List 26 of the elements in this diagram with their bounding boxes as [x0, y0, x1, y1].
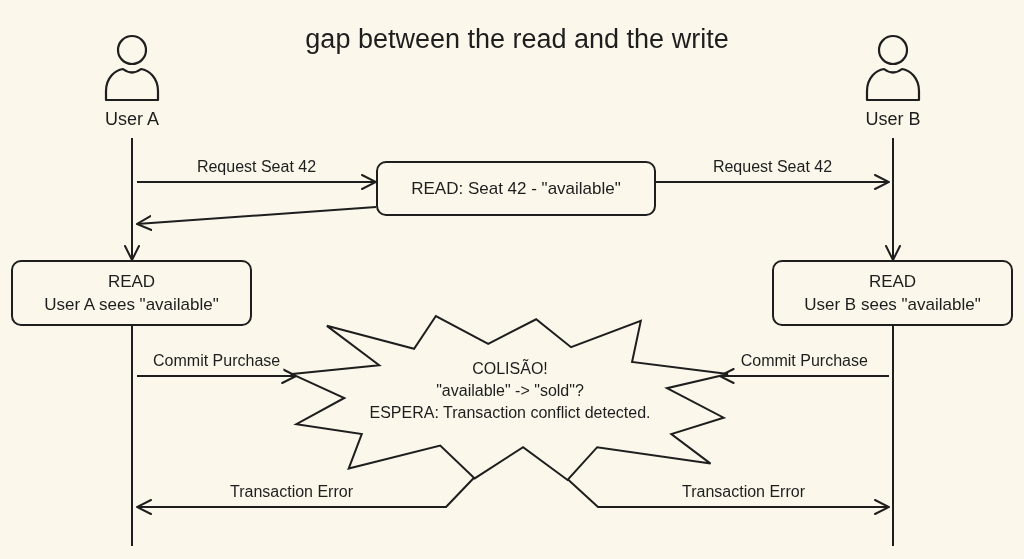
- process-box: [376, 161, 656, 216]
- diagram-title: gap between the read and the write: [305, 24, 729, 54]
- edge-label: Commit Purchase: [150, 351, 284, 371]
- arrow: [567, 478, 890, 515]
- box-heading: READ: [868, 271, 917, 293]
- arrow: [718, 368, 890, 384]
- box-text: User B sees "available": [804, 294, 981, 316]
- box-text: READ: Seat 42 - "available": [411, 178, 621, 200]
- arrow: [124, 137, 140, 261]
- process-box: [772, 260, 1013, 326]
- burst-text: "available" -> "sold"?: [436, 381, 584, 401]
- actor-label: User A: [105, 108, 159, 130]
- lifeline: [892, 325, 894, 547]
- arrow: [136, 206, 377, 231]
- burst-text: ESPERA: Transaction conflict detected.: [369, 403, 651, 423]
- box-text: User A sees "available": [44, 294, 219, 316]
- arrow: [655, 174, 890, 190]
- lifeline: [131, 325, 133, 547]
- actor-label: User B: [865, 108, 921, 130]
- arrow: [136, 476, 475, 515]
- box-heading: READ: [107, 271, 156, 293]
- arrow: [136, 368, 298, 384]
- process-box: [11, 260, 252, 326]
- arrow: [136, 174, 377, 190]
- burst-heading: COLISÃO!: [472, 358, 548, 379]
- arrow: [885, 137, 901, 261]
